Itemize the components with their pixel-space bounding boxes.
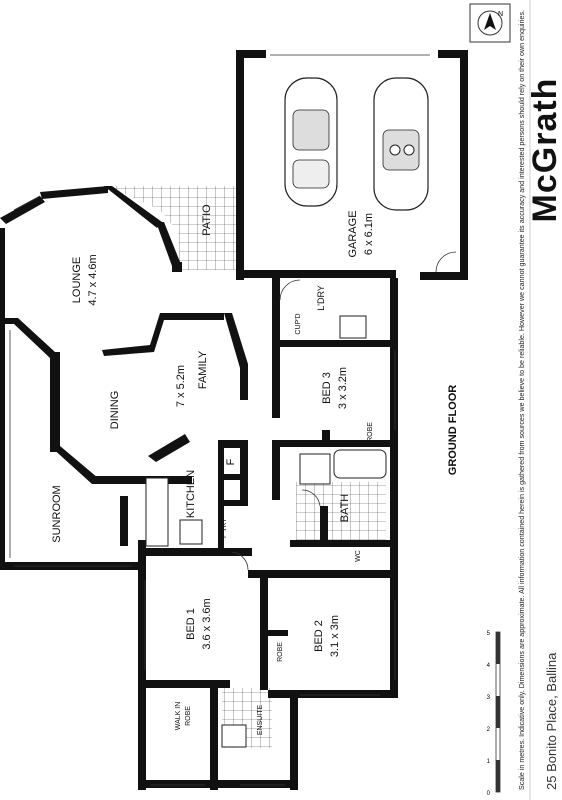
bed3-label: BED 3 [321, 372, 333, 404]
windows [9, 54, 430, 786]
lounge-label: LOUNGE [71, 257, 83, 303]
bed1-label: BED 1 [185, 608, 197, 640]
laundry-label: L'DRY [316, 285, 326, 311]
entry-door-swing [279, 279, 301, 301]
patio-area [108, 186, 236, 270]
scale-tick-3: 3 [487, 695, 491, 701]
garage-label: GARAGE [347, 210, 359, 257]
address-text: 25 Bonito Place, Ballina [544, 652, 559, 790]
kitchen-label: KITCHEN [185, 470, 197, 518]
disclaimer-text: Scale in metres. Indicative only. Dimens… [517, 10, 526, 790]
compass-label: N [498, 11, 503, 18]
lounge-size: 4.7 x 4.6m [87, 254, 99, 305]
cupboard-label: CUP'D [295, 313, 302, 334]
scale-tick-0: 0 [487, 791, 491, 797]
labels: LOUNGE 4.7 x 4.6m PATIO GARAGE 6 x 6.1m … [51, 204, 459, 735]
hall-door-swing [231, 551, 249, 571]
family-size: 7 x 5.2m [175, 365, 187, 407]
sunroom-label: SUNROOM [51, 485, 63, 542]
ensuite-label: ENSUITE [257, 705, 264, 736]
scale-tick-2: 2 [487, 727, 491, 733]
car-right-icon [373, 77, 429, 211]
sidebar: N McGrath Scale in metres. Indicative on… [469, 0, 562, 800]
kitchen-stove [179, 519, 203, 545]
bathtub [333, 449, 387, 479]
bed2-label: BED 2 [313, 620, 325, 652]
scale-tick-5: 5 [487, 631, 491, 637]
bed1-size: 3.6 x 3.6m [201, 598, 213, 649]
floor-label: GROUND FLOOR [447, 385, 459, 475]
bath-label: BATH [339, 494, 351, 523]
bath-tiles [296, 482, 386, 540]
bed2-size: 3.1 x 3m [329, 615, 341, 657]
scale-tick-4: 4 [487, 663, 491, 669]
ensuite-shower [221, 724, 247, 748]
pantry-label: P'TRY [221, 518, 228, 538]
family-label: FAMILY [197, 350, 209, 389]
robe3-label: ROBE [367, 422, 374, 442]
wc-label: WC [355, 550, 362, 562]
patio-label: PATIO [201, 204, 213, 236]
walkin-label-2: ROBE [185, 706, 192, 726]
garage-size: 6 x 6.1m [363, 213, 375, 255]
compass-icon: N [469, 3, 511, 43]
robe2-label: ROBE [277, 642, 284, 662]
walkin-label-1: WALK IN [175, 702, 182, 731]
fridge-label: F [225, 458, 237, 465]
garage-door-swing [435, 251, 457, 273]
bath-door-swing [301, 489, 321, 507]
dining-label: DINING [109, 391, 121, 430]
kitchen-counter [145, 477, 169, 547]
laundry-tub [339, 315, 367, 339]
bed3-size: 3 x 3.2m [337, 367, 349, 409]
car-left-icon [284, 77, 338, 207]
scale-bar: 0 1 2 3 4 5 [487, 631, 501, 797]
scale-tick-1: 1 [487, 759, 491, 765]
shower [299, 453, 331, 485]
walls [0, 50, 468, 790]
brand-logo: McGrath [526, 78, 562, 223]
